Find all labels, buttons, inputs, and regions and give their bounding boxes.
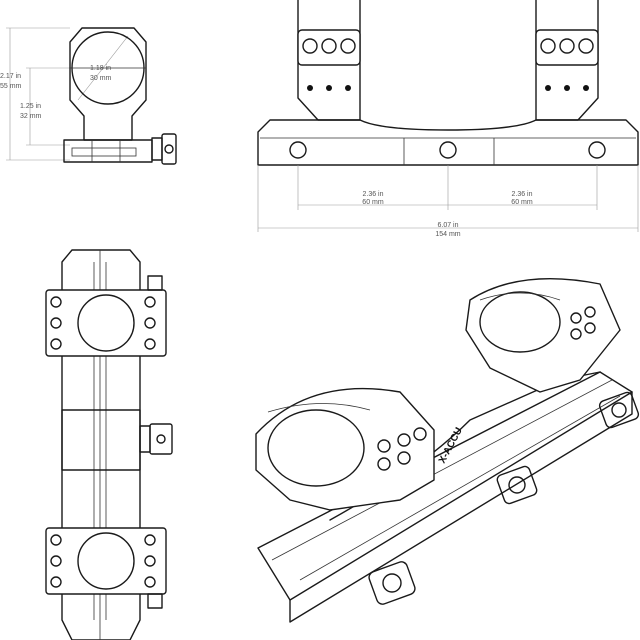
side-view: 2.36 in 60 mm 2.36 in 60 mm 6.07 in 154 … [257, 0, 639, 238]
ring-spacing-right-metric: 60 mm [511, 199, 533, 206]
top-view [45, 249, 173, 640]
ring-spacing-right-imperial: 2.36 in [511, 191, 532, 198]
total-height-metric: 55 mm [0, 83, 22, 90]
ring-spacing-left-metric: 60 mm [362, 199, 384, 206]
overall-length-imperial: 6.07 in [437, 222, 458, 229]
ring-diameter-imperial: 1.18 in [90, 65, 111, 72]
ring-diameter-metric: 30 mm [90, 75, 112, 82]
center-height-metric: 32 mm [20, 113, 42, 120]
center-height-imperial: 1.25 in [20, 103, 41, 110]
isometric-view: X-ACCU [255, 277, 640, 623]
total-height-imperial: 2.17 in [0, 73, 21, 80]
ring-spacing-left-imperial: 2.36 in [362, 191, 383, 198]
overall-length-metric: 154 mm [435, 231, 460, 238]
front-view: 2.17 in 55 mm 1.25 in 32 mm 1.18 in 30 m… [0, 27, 177, 165]
